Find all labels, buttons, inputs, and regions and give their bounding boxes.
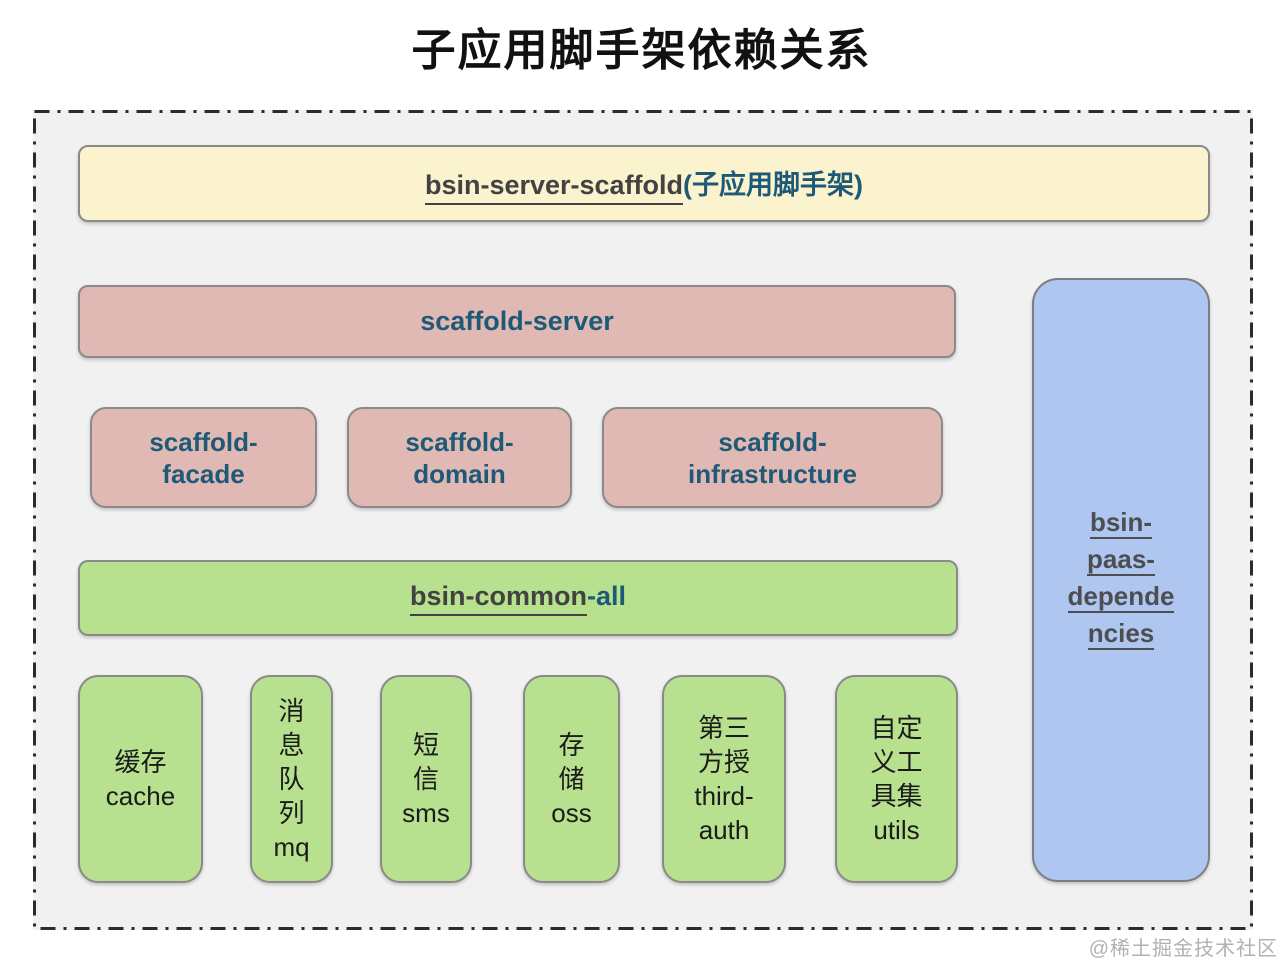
layer-box-line: scaffold-: [718, 426, 827, 457]
cap-line: 具集: [870, 781, 923, 811]
box-mq: 消 息 队 列 mq: [250, 675, 333, 883]
layer-box-line: facade: [162, 458, 245, 489]
box-oss: 存 储 oss: [523, 675, 620, 883]
server-box-label: scaffold-server: [420, 306, 614, 336]
cap-line: 存: [558, 730, 585, 760]
root-box-name: bsin-server-scaffold: [424, 170, 684, 205]
dep-line: bsin-: [1089, 507, 1153, 539]
box-third-auth: 第三 方授 third- auth: [662, 675, 786, 883]
common-box-label: bsin-common-all: [409, 580, 627, 616]
root-box-annotation: (子应用脚手架): [683, 169, 864, 200]
cap-line: auth: [698, 815, 750, 845]
box-bsin-server-scaffold: bsin-server-scaffold(子应用脚手架): [78, 145, 1210, 222]
root-box-label: bsin-server-scaffold(子应用脚手架): [424, 163, 864, 205]
cap-line: 列: [278, 798, 305, 828]
dep-line-row: bsin-: [1089, 507, 1153, 539]
cap-line: 信: [412, 764, 439, 794]
box-scaffold-server: scaffold-server: [78, 285, 956, 358]
cap-line: cache: [105, 781, 176, 811]
cap-line: 缓存: [114, 747, 167, 777]
box-scaffold-infrastructure: scaffold- infrastructure: [602, 407, 943, 508]
dep-line: depende: [1067, 581, 1175, 613]
cap-line: third-: [694, 781, 754, 811]
cap-line: 自定: [870, 713, 923, 743]
cap-line: mq: [273, 832, 310, 862]
dep-line: paas-: [1087, 544, 1155, 576]
dep-line-row: depende: [1067, 581, 1175, 613]
cap-line: 第三: [697, 713, 750, 743]
box-bsin-common-all: bsin-common-all: [78, 560, 958, 636]
layer-box-line: infrastructure: [687, 458, 858, 489]
cap-line: 义工: [870, 747, 923, 777]
cap-line: 队: [278, 764, 305, 794]
page-title: 子应用脚手架依赖关系: [411, 26, 872, 75]
box-utils: 自定 义工 具集 utils: [835, 675, 958, 883]
layer-box-line: scaffold-: [149, 426, 258, 457]
box-bsin-paas-dependencies: bsin- paas- depende ncies: [1032, 278, 1210, 882]
cap-line: utils: [873, 815, 920, 845]
dep-line: ncies: [1087, 618, 1155, 650]
dep-line-row: paas-: [1087, 544, 1155, 576]
diagram-frame: bsin-server-scaffold(子应用脚手架) scaffold-se…: [33, 110, 1253, 930]
layer-box-line: domain: [413, 458, 506, 489]
cap-line: oss: [551, 798, 592, 828]
box-sms: 短 信 sms: [380, 675, 472, 883]
layer-box-line: scaffold-: [405, 426, 514, 457]
watermark: @稀土掘金技术社区: [1088, 938, 1278, 960]
box-cache: 缓存 cache: [78, 675, 203, 883]
dep-line-row: ncies: [1087, 618, 1155, 650]
common-box-name: bsin-common: [409, 581, 587, 616]
cap-line: 短: [412, 730, 439, 760]
cap-line: 息: [278, 730, 305, 760]
common-box-suffix: -all: [587, 580, 627, 611]
cap-line: 方授: [697, 747, 750, 777]
box-scaffold-facade: scaffold- facade: [90, 407, 317, 508]
box-scaffold-domain: scaffold- domain: [347, 407, 572, 508]
cap-line: sms: [402, 798, 450, 828]
cap-line: 储: [558, 764, 585, 794]
cap-line: 消: [278, 696, 305, 726]
